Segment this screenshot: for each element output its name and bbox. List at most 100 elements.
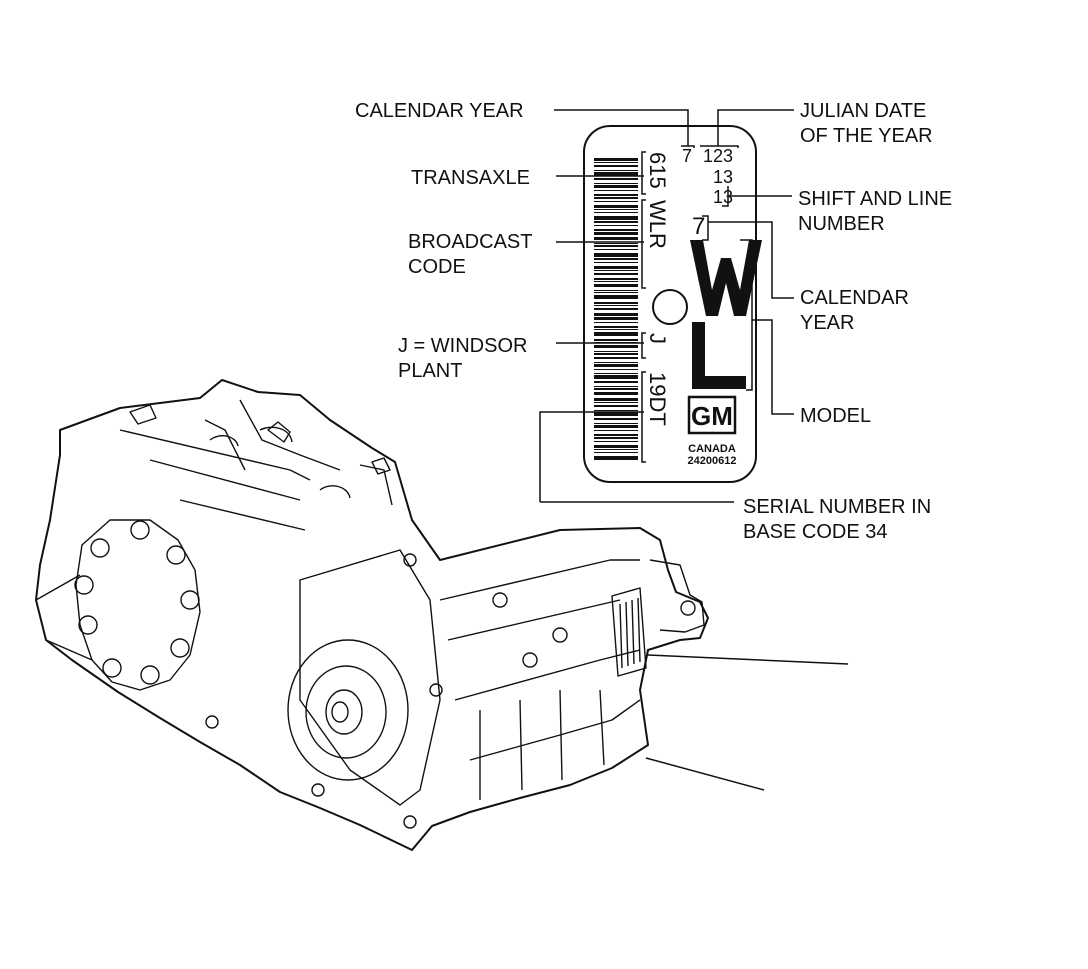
label-calendar-year-top: CALENDAR YEAR xyxy=(355,100,524,122)
label-windsor-line2: PLANT xyxy=(398,360,462,382)
shift-value: 13 xyxy=(713,167,733,187)
part-number: 24200612 xyxy=(688,455,737,467)
label-serial-line2: BASE CODE 34 xyxy=(743,521,888,543)
barcode-stripe xyxy=(594,197,638,199)
barcode-stripe xyxy=(594,412,638,416)
label-julian-line2: OF THE YEAR xyxy=(800,125,933,147)
barcode-stripe xyxy=(594,332,638,336)
barcode-stripe xyxy=(594,237,638,240)
barcode-stripe xyxy=(594,162,638,163)
barcode-stripe xyxy=(594,221,638,223)
identification-tag: 615 WLR J 19DT 7 123 13 13 7 WL GM CANA xyxy=(583,125,762,483)
barcode-stripe xyxy=(594,308,638,310)
barcode-stripe xyxy=(594,302,638,304)
barcode-stripe xyxy=(594,362,638,363)
label-julian-line1: JULIAN DATE xyxy=(800,100,926,122)
barcode-stripe xyxy=(594,209,638,210)
tag-circle xyxy=(652,289,688,325)
barcode-stripe xyxy=(594,170,638,171)
plant-code: J xyxy=(645,333,670,344)
tag-outline xyxy=(583,125,757,483)
label-calendar-right-line1: CALENDAR xyxy=(800,287,909,309)
barcode-stripe xyxy=(594,253,638,257)
label-windsor-line1: J = WINDSOR xyxy=(398,335,527,357)
barcode-stripe xyxy=(594,351,638,352)
barcode-stripe xyxy=(594,357,638,359)
model-letter-l xyxy=(692,322,746,389)
label-shift-line2: NUMBER xyxy=(798,213,885,235)
gm-logo: GM xyxy=(691,401,733,431)
line-value: 13 xyxy=(713,187,733,207)
julian-bracket xyxy=(700,145,739,148)
barcode-stripe xyxy=(594,326,638,328)
label-transaxle: TRANSAXLE xyxy=(411,167,530,189)
barcode-stripe xyxy=(594,225,638,226)
barcode-stripe xyxy=(594,212,638,213)
calendar-bracket xyxy=(702,215,709,241)
barcode-stripe xyxy=(594,392,638,395)
barcode-stripe xyxy=(594,290,638,291)
barcode-stripe xyxy=(594,201,638,202)
barcode-stripe xyxy=(594,329,638,330)
barcode-stripe xyxy=(594,258,638,260)
barcode-stripe xyxy=(594,278,638,280)
leader-julian xyxy=(717,109,794,146)
transaxle-code: 615 xyxy=(645,152,670,189)
barcode-stripe xyxy=(594,322,638,323)
barcode-stripe xyxy=(594,441,638,442)
barcode-stripe xyxy=(594,273,638,275)
barcode-stripe xyxy=(594,410,638,411)
barcode-stripe xyxy=(594,456,638,460)
barcode-stripe xyxy=(594,369,638,370)
barcode-stripe xyxy=(594,317,638,320)
callout-labels: CALENDAR YEAR TRANSAXLE BROADCAST CODE J… xyxy=(355,100,952,543)
gm-logo-box xyxy=(687,395,737,435)
barcode-stripe xyxy=(594,216,638,220)
year-bracket xyxy=(681,145,695,148)
barcode-stripe xyxy=(594,398,638,401)
leader-serial xyxy=(539,411,644,502)
barcode-stripe xyxy=(594,183,638,184)
barcode-stripe xyxy=(594,430,638,431)
barcode-stripe xyxy=(594,190,638,191)
barcode-stripe xyxy=(594,270,638,271)
barcode-stripe xyxy=(594,165,638,167)
barcode-stripe xyxy=(594,305,638,306)
barcode-stripe xyxy=(594,353,638,355)
broadcast-bracket xyxy=(641,199,646,289)
barcode-stripe xyxy=(594,388,638,390)
barcode-stripe xyxy=(594,172,638,176)
barcode-stripe xyxy=(594,381,638,383)
year-digit: 7 xyxy=(682,146,692,166)
label-broadcast-line1: BROADCAST xyxy=(408,231,532,253)
model-bracket xyxy=(740,239,753,391)
barcode-stripe xyxy=(594,434,638,436)
model-letter-w xyxy=(690,240,762,316)
transaxle-bracket xyxy=(641,151,646,195)
barcode-stripe xyxy=(594,295,638,299)
leader-calendar-year-top xyxy=(554,109,689,146)
case-location-pointer xyxy=(645,757,765,791)
barcode-stripe xyxy=(594,262,638,263)
label-shift-line1: SHIFT AND LINE xyxy=(798,188,952,210)
broadcast-code-value: WLR xyxy=(645,200,670,249)
barcode-stripe xyxy=(594,281,638,282)
country-text: CANADA xyxy=(688,443,736,455)
calendar-digit: 7 xyxy=(692,213,705,240)
label-calendar-right-line2: YEAR xyxy=(800,312,854,334)
barcode-stripe xyxy=(594,345,638,348)
callout-leaders xyxy=(539,109,794,503)
barcode xyxy=(594,158,638,460)
barcode-stripe xyxy=(594,266,638,269)
barcode-stripe xyxy=(594,313,638,316)
barcode-stripe xyxy=(594,445,638,448)
label-serial-line1: SERIAL NUMBER IN xyxy=(743,496,931,518)
julian-value: 123 xyxy=(703,146,733,166)
barcode-stripe xyxy=(594,229,638,231)
plant-bracket xyxy=(641,332,646,359)
barcode-stripe xyxy=(594,375,638,379)
model-letters: WL xyxy=(690,240,762,389)
barcode-stripe xyxy=(594,402,638,403)
barcode-stripe xyxy=(594,158,638,161)
